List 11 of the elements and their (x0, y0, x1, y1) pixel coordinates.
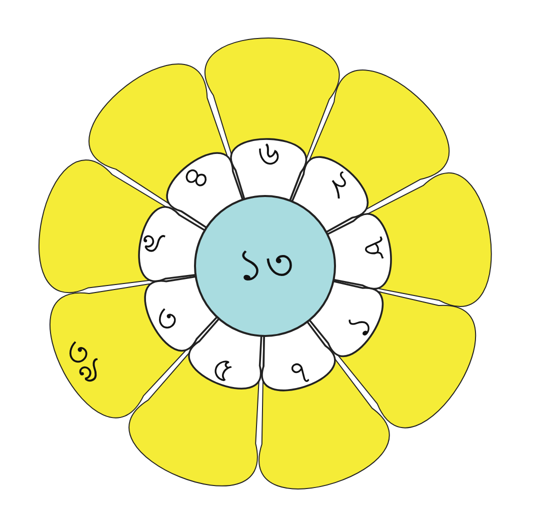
petal-number: ৪ (176, 160, 216, 195)
petal-number: ১ (340, 306, 380, 346)
petal-number: ৭ (284, 353, 314, 392)
petal-number: ৮ (356, 233, 396, 268)
petal-number: ৯ (137, 229, 174, 256)
petal-number: ৬ (257, 136, 280, 172)
petal-number: ৩৯ (55, 333, 113, 392)
petal-number: ৫ (207, 350, 239, 390)
center-number: ১৩ (236, 244, 294, 288)
petal-number: ৩ (146, 299, 186, 338)
petal-number: ২ (321, 162, 358, 203)
